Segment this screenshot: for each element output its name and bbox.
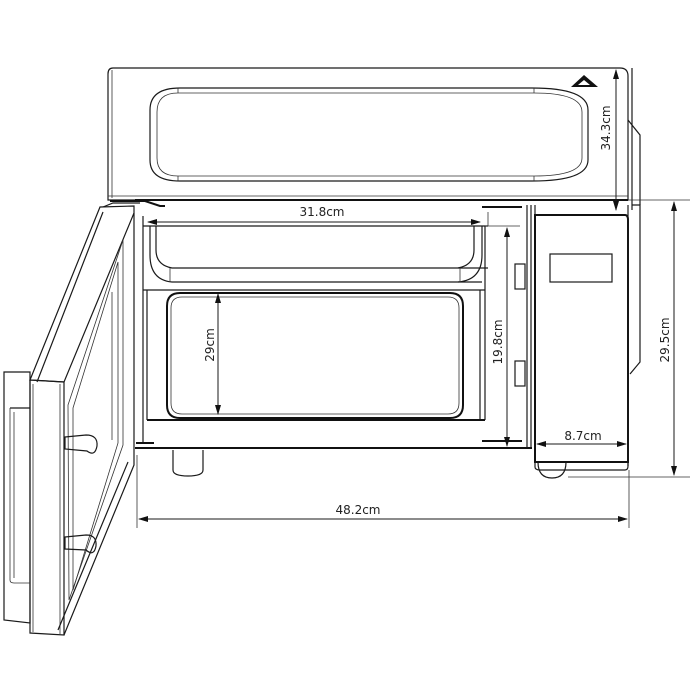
dim-label-overall-width: 48.2cm [335, 503, 380, 517]
dimension-interior-width: 31.8cm [147, 205, 489, 226]
dim-label-overall-height: 29.5cm [658, 317, 672, 362]
dimension-interior-height: 19.8cm [485, 225, 520, 447]
warning-triangle-icon [571, 75, 598, 87]
dimension-overall-width: 48.2cm [136, 455, 630, 528]
top-view [107, 67, 641, 210]
dimension-overall-depth: 34.3cm [599, 69, 619, 211]
dimension-control-panel: 8.7cm [536, 429, 627, 447]
door-latch-upper [64, 434, 98, 454]
dim-label-overall-depth: 34.3cm [599, 105, 613, 150]
oven-body [135, 199, 628, 479]
dim-label-interior-height: 19.8cm [491, 319, 505, 364]
dim-label-interior-width: 31.8cm [299, 205, 344, 219]
control-panel [534, 204, 641, 471]
display-window [549, 253, 613, 283]
open-door [3, 200, 165, 636]
dim-label-turntable: 29cm [203, 328, 217, 362]
dimension-turntable: 29cm [203, 293, 221, 415]
dim-label-control-panel: 8.7cm [564, 429, 601, 443]
door-latch-lower [64, 534, 97, 554]
